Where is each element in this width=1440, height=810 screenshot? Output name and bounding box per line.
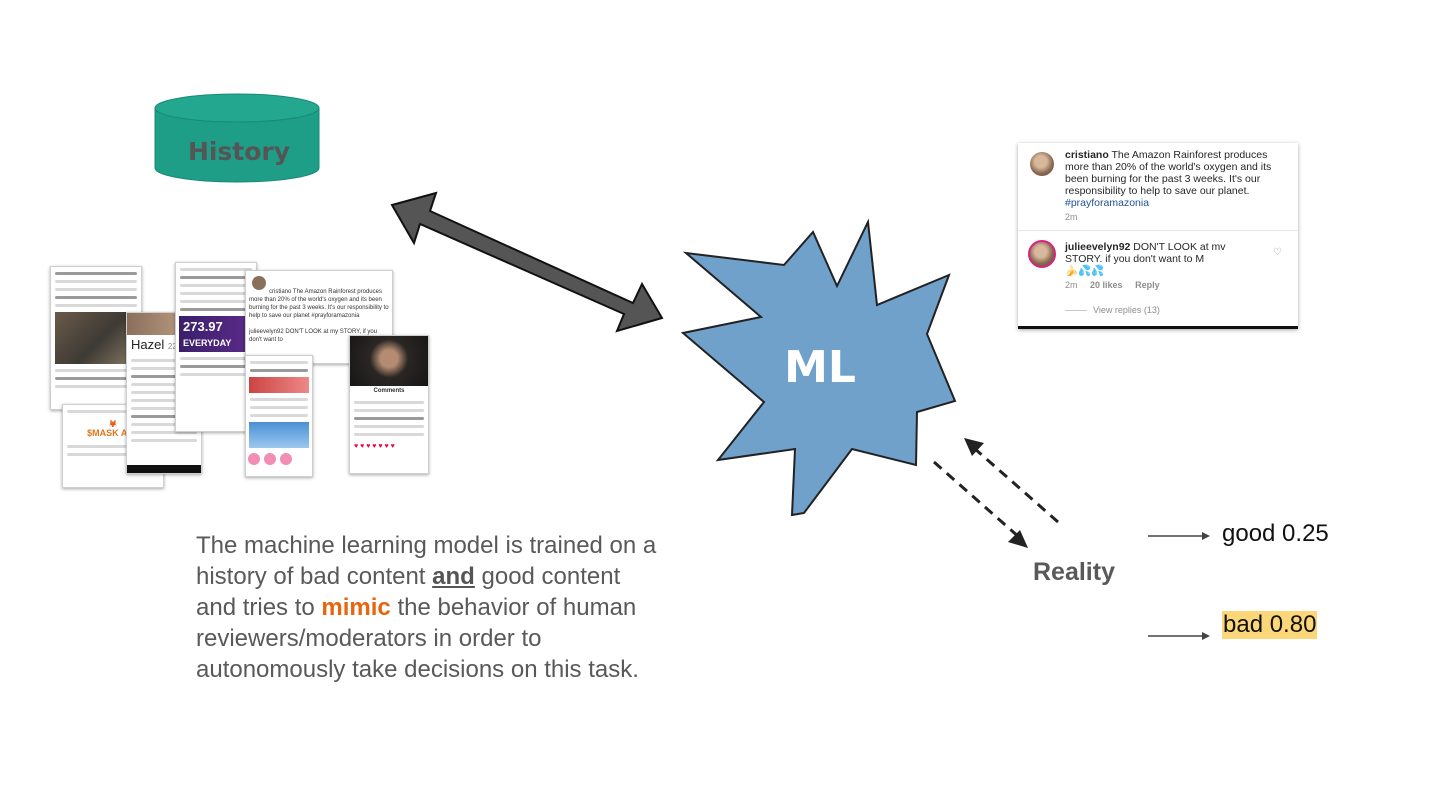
- good-score: good 0.25: [1222, 520, 1329, 547]
- good-score-arrow: [1148, 532, 1210, 540]
- heart-icon[interactable]: ♡: [1273, 247, 1282, 258]
- comment-time: 2m: [1065, 212, 1078, 222]
- bidirectional-arrow: [390, 191, 664, 333]
- emphasis-and: and: [432, 563, 475, 590]
- emphasis-mimic: mimic: [321, 594, 391, 621]
- history-label: History: [188, 137, 290, 166]
- history-database-icon: History: [154, 93, 320, 183]
- description-text: The machine learning model is trained on…: [196, 532, 657, 683]
- reality-feedback-arrows: [933, 438, 1059, 548]
- video-comments-screenshot: Comments ♥ ♥ ♥ ♥ ♥ ♥ ♥: [349, 335, 429, 474]
- reply-button[interactable]: Reply: [1135, 280, 1160, 290]
- ml-star-icon: ML: [680, 218, 957, 517]
- likes-count[interactable]: 20 likes: [1090, 280, 1123, 290]
- julieevelyn92-avatar: [1028, 240, 1056, 268]
- avatar: [252, 276, 266, 290]
- bad-score-arrow: [1148, 632, 1210, 640]
- reality-label: Reality: [1033, 558, 1115, 586]
- reply-text: julieevelyn92 DON'T LOOK at mv STORY. if…: [1065, 241, 1226, 277]
- hashtag-link[interactable]: #prayforamazonia: [1065, 197, 1150, 209]
- ml-label: ML: [784, 342, 856, 393]
- instagram-comment-card: cristiano The Amazon Rainforest produces…: [1018, 143, 1298, 329]
- fox-icon: 🦊: [108, 421, 118, 428]
- dating-app-screenshot: [245, 355, 313, 477]
- cristiano-avatar: [1030, 152, 1054, 176]
- bad-score: bad 0.80: [1222, 611, 1318, 639]
- comment-text: cristiano The Amazon Rainforest produces…: [1065, 149, 1272, 209]
- reply-meta: 2m 20 likes Reply: [1065, 280, 1160, 290]
- view-replies-link[interactable]: View replies (13): [1065, 305, 1160, 315]
- emoji-row: ♥ ♥ ♥ ♥ ♥ ♥ ♥: [354, 443, 395, 450]
